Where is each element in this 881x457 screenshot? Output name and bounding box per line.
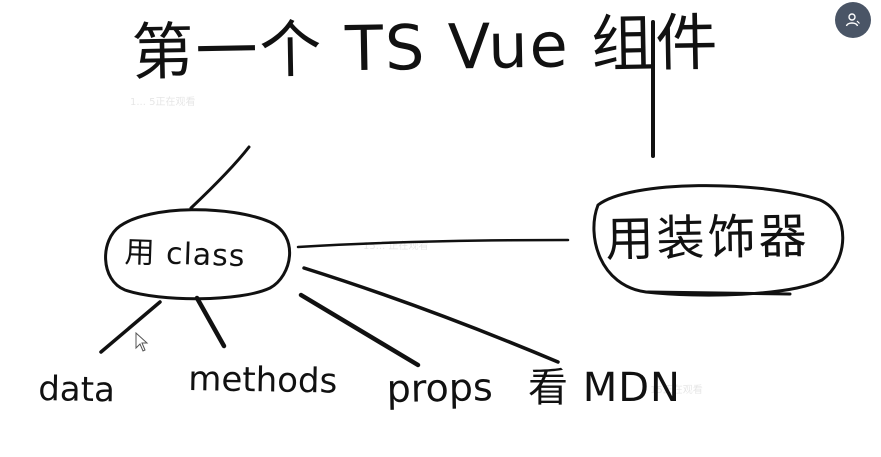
- connector-to-data: [99, 300, 162, 354]
- decorator-oval: [592, 184, 845, 297]
- mouse-pointer-icon: [135, 332, 149, 352]
- user-icon: [845, 13, 860, 27]
- class-oval: [104, 208, 291, 301]
- viewer-count-watermark: 15正在观看: [650, 385, 703, 396]
- leaf-props-label: props: [386, 365, 494, 411]
- leaf-methods-label: methods: [187, 359, 338, 402]
- viewer-count-watermark: 1... 5正在观看: [130, 97, 196, 108]
- diagram-title: 第一个 TS Vue 组件: [130, 5, 720, 89]
- leaf-mdn-label: 看 MDN: [528, 365, 681, 411]
- connector-class-to-decorator: [296, 238, 570, 249]
- connector-to-methods: [194, 295, 227, 349]
- decorator-underline: [646, 290, 792, 296]
- viewer-count-watermark: 15... 正在观看: [363, 241, 429, 252]
- connector-title-to-class: [189, 145, 251, 210]
- connector-to-mdn: [302, 266, 560, 364]
- user-avatar-button[interactable]: [835, 2, 871, 38]
- decorator-node-label: 用装饰器: [605, 208, 811, 268]
- leaf-data-label: data: [37, 369, 116, 411]
- class-node-label: 用 class: [123, 235, 247, 275]
- connector-to-props: [298, 292, 421, 368]
